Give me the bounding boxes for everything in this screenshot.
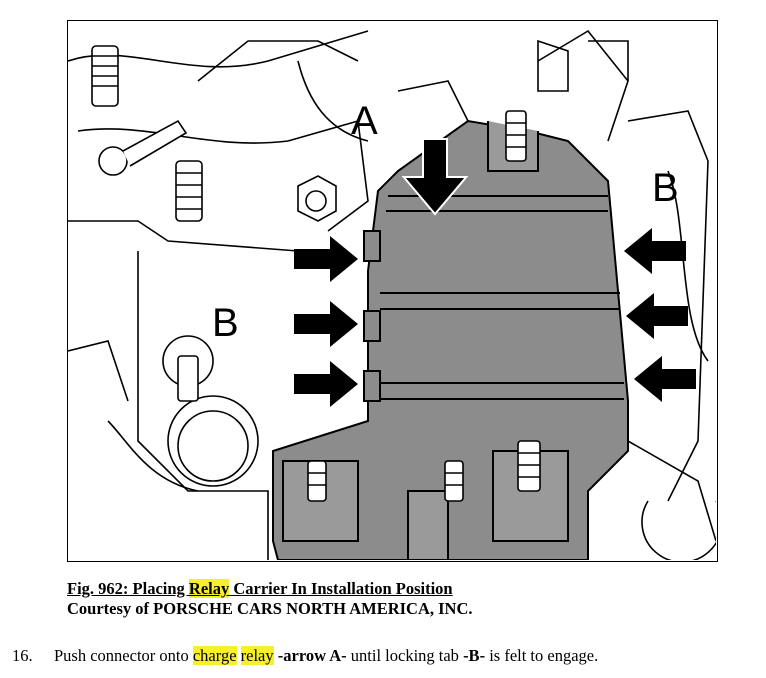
label-a: A <box>351 99 378 143</box>
caption-title: Fig. 962: Placing Relay Carrier In Insta… <box>67 579 473 599</box>
arrows-b-right-icon <box>624 228 696 402</box>
step-text-3: is felt to engage. <box>485 646 599 665</box>
arrow-a-icon <box>401 138 469 216</box>
step-number: 16. <box>12 646 33 665</box>
mounting-studs <box>91 45 337 402</box>
figure-caption: Fig. 962: Placing Relay Carrier In Insta… <box>67 579 473 619</box>
caption-suffix: Carrier In Installation Position <box>229 579 453 598</box>
label-b-left: B <box>212 301 239 345</box>
label-b-right: B <box>652 166 679 210</box>
step-text-2: until locking tab <box>346 646 464 665</box>
carrier-studs <box>307 110 541 502</box>
caption-courtesy: Courtesy of PORSCHE CARS NORTH AMERICA, … <box>67 599 473 618</box>
caption-prefix: Fig. 962: Placing <box>67 579 189 598</box>
procedure-step: 16. Push connector onto charge relay -arr… <box>12 646 598 666</box>
arrows-b-left-icon <box>294 236 358 407</box>
step-highlight-charge: charge <box>192 646 237 665</box>
caption-highlight: Relay <box>188 579 230 598</box>
step-tab-b-ref: -B- <box>463 646 486 665</box>
relay-carrier-illustration: A B B <box>67 20 718 562</box>
step-text-1: Push connector onto <box>54 646 193 665</box>
step-highlight-relay: relay <box>240 646 274 665</box>
step-arrow-a-ref: -arrow A- <box>277 646 347 665</box>
